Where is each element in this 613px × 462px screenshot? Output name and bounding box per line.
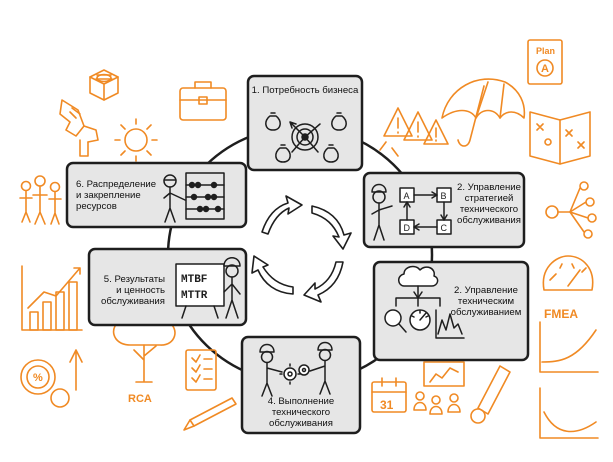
warning-signs-icon <box>379 107 449 157</box>
briefcase-icon <box>179 81 227 121</box>
arrow-top-left-icon <box>261 195 303 235</box>
step-6-label: 6. Распределение и закрепление ресурсов <box>76 179 157 212</box>
arrow-top-right-icon <box>311 205 352 250</box>
worker-left-icon <box>259 343 283 397</box>
step-4-label: 4. Выполнение технического обслуживания <box>267 396 335 429</box>
strategy-cell-a: A <box>404 191 410 201</box>
checklist-icon <box>185 349 217 391</box>
plan-label: Plan <box>536 46 555 56</box>
umbrella-icon <box>441 78 526 147</box>
metric-mttr: MTTR <box>181 290 208 302</box>
target-icon <box>289 121 321 153</box>
doodle-labels: Plan A FMEA RCA 31 % <box>33 46 578 412</box>
percent-label: % <box>33 372 43 384</box>
gauge-dial-icon <box>409 309 431 331</box>
curve-charts-icon <box>539 321 599 439</box>
step-1-box <box>246 74 364 172</box>
sun-icon <box>114 118 158 162</box>
cycle-arrows <box>251 195 352 303</box>
nut-icon <box>89 69 119 101</box>
plan-letter: A <box>541 63 549 75</box>
gauge-icon <box>542 255 594 291</box>
plan-document-icon <box>527 39 563 85</box>
thermometer-icon <box>470 365 511 424</box>
arrow-bottom-right-icon <box>303 261 344 303</box>
engineer-icon-strategy <box>371 183 393 241</box>
money-bag-icons <box>265 112 347 163</box>
calendar-icon <box>371 377 407 413</box>
worker-right-icon <box>309 341 333 395</box>
network-tree-icon <box>545 181 597 239</box>
strategy-letters: A B C D <box>404 191 448 233</box>
line-graph-icon <box>435 309 465 339</box>
box-illustrations <box>163 112 465 397</box>
metric-mtbf: MTBF <box>181 274 207 286</box>
cloud-hierarchy-icon <box>395 265 441 307</box>
step-1-label: 1. Потребность бизнеса <box>251 85 359 96</box>
people-group-icon <box>19 175 62 225</box>
presentation-icon <box>413 361 465 415</box>
drill-icon <box>59 99 99 157</box>
magnifier-icon <box>384 309 407 333</box>
strategy-cell-c: C <box>441 223 448 233</box>
calendar-label: 31 <box>380 398 394 412</box>
arrow-bottom-left-icon <box>251 255 294 295</box>
strategy-cell-b: B <box>441 191 447 201</box>
step-3-label: 2. Управление техническим обслуживанием <box>450 285 522 318</box>
playbook-icon <box>529 111 591 165</box>
percent-coin-icon <box>20 349 83 408</box>
strategy-cell-d: D <box>404 223 411 233</box>
metric-labels: MTBF MTTR <box>181 274 208 302</box>
bar-chart-icon <box>21 265 83 331</box>
fmea-label: FMEA <box>544 307 578 321</box>
engineer-icon-resources <box>163 174 186 223</box>
abacus-icon <box>185 172 225 220</box>
step-5-label: 5. Результаты и ценность обслуживания <box>101 274 165 307</box>
doodles <box>19 39 599 439</box>
gears-icon <box>279 363 310 385</box>
metrics-board-icon <box>175 263 225 319</box>
engineer-icon-results <box>223 257 241 319</box>
rca-label: RCA <box>128 393 152 405</box>
pen-icon <box>183 397 237 431</box>
strategy-flow-icon <box>399 187 452 235</box>
step-2-label: 2. Управление стратегией технического об… <box>457 182 521 226</box>
